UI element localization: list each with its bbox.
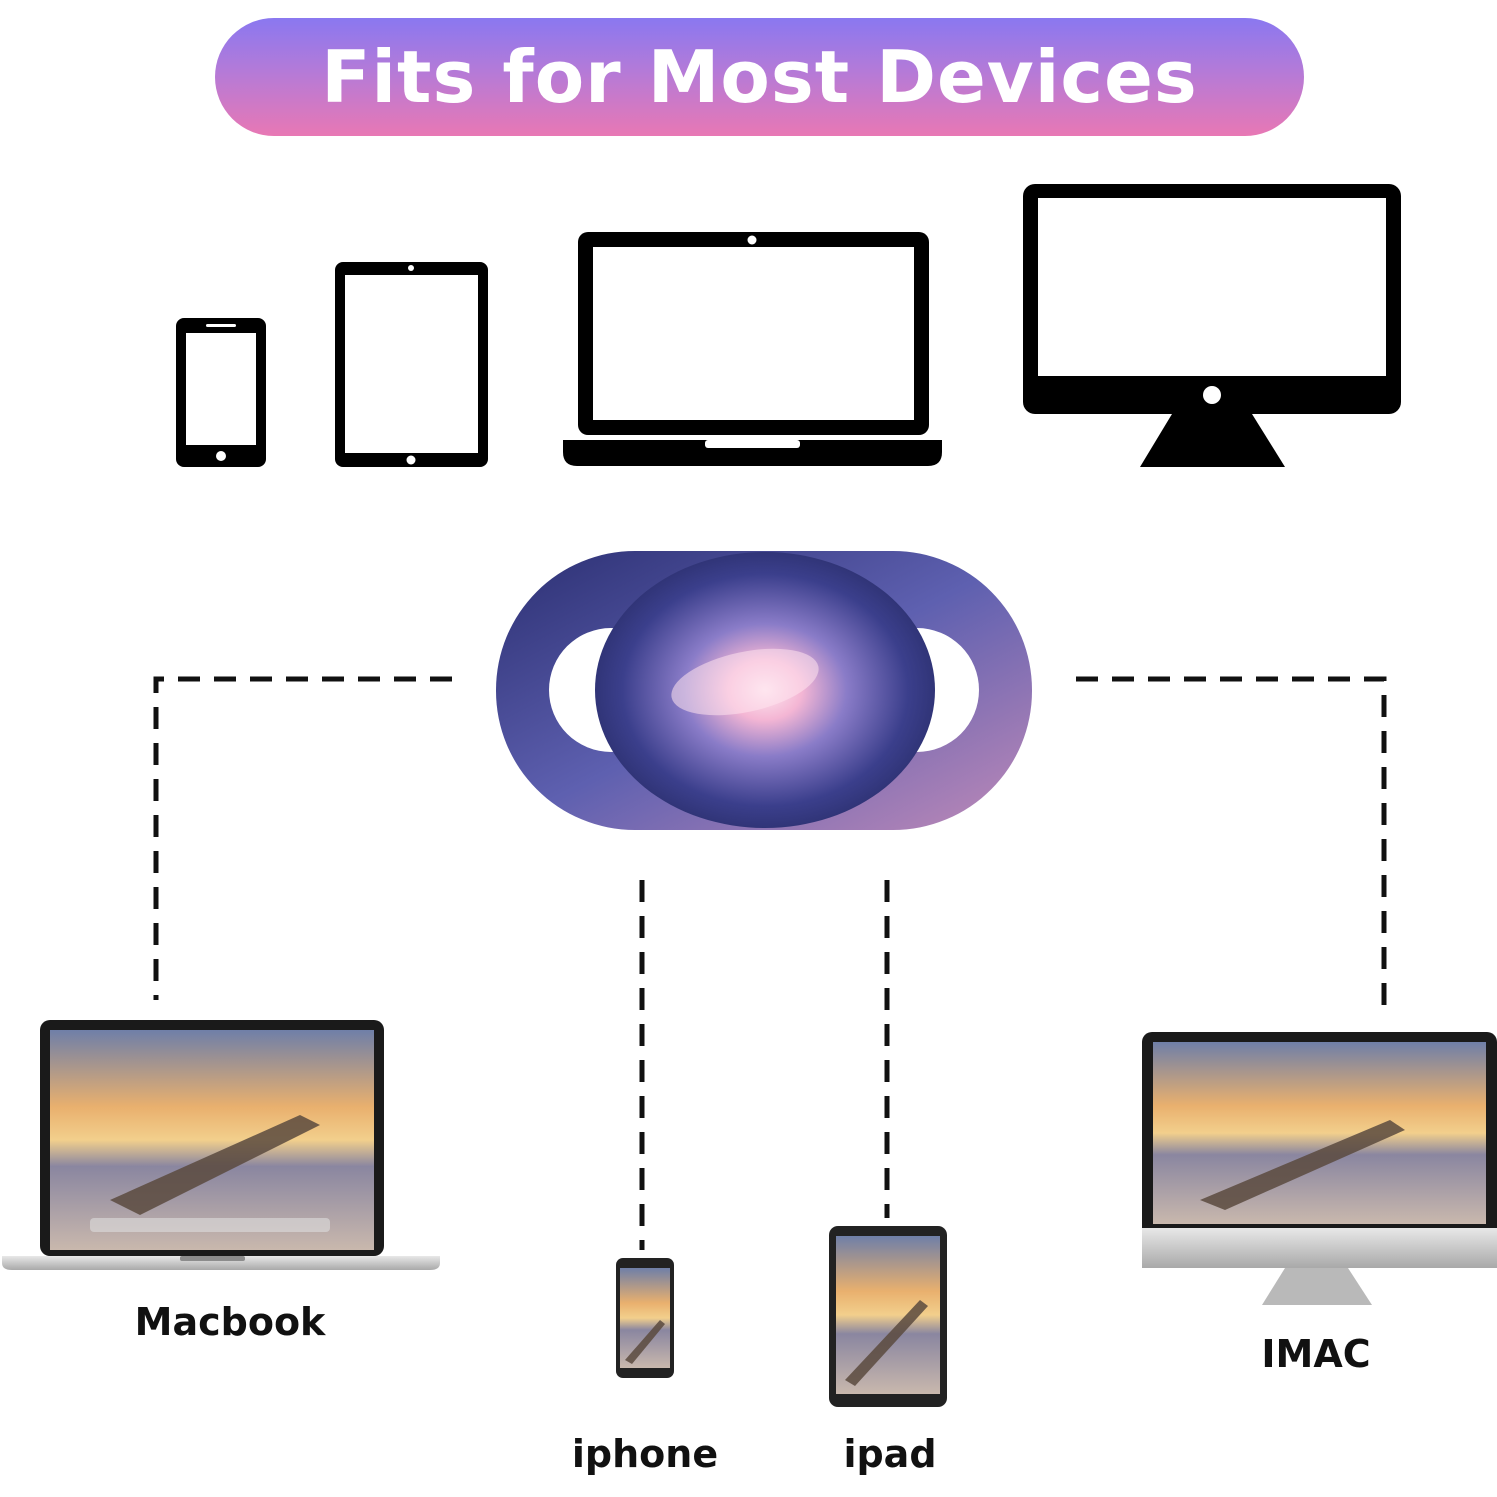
macbook-label: Macbook [134,1300,326,1344]
laptop-icon [563,232,942,466]
ipad-label: ipad [843,1432,937,1476]
macbook-image [2,1020,440,1270]
iphone-image [616,1258,674,1378]
iphone-label: iphone [571,1432,719,1476]
connector-lines [153,676,1387,1250]
tablet-icon [335,262,488,467]
phone-icon [176,318,266,467]
ipad-image [829,1226,947,1407]
page-title: Fits for Most Devices [321,35,1198,119]
imac-image [1142,1032,1497,1305]
imac-label: IMAC [1261,1332,1371,1376]
webcam-cover-image [496,551,1032,830]
desktop-monitor-icon [1023,184,1401,467]
title-banner: Fits for Most Devices [215,18,1304,136]
